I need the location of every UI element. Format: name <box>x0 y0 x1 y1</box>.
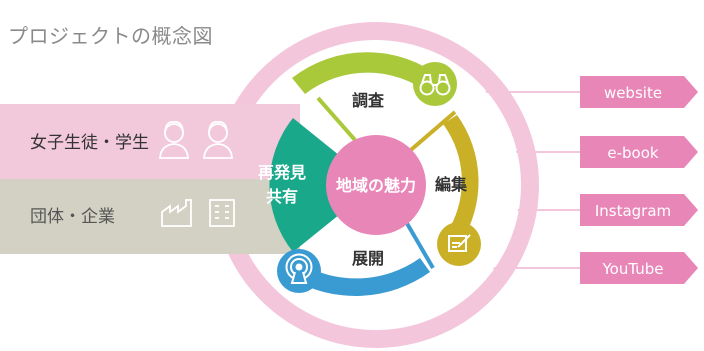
share-label-line2: 共有 <box>266 187 298 206</box>
band-orgs-label: 団体・企業 <box>30 207 115 227</box>
band-orgs <box>0 179 300 254</box>
sector-expand <box>290 258 430 296</box>
band-students <box>0 104 300 179</box>
share-label-line1: 再発見 <box>258 163 306 182</box>
band-students-label: 女子生徒・学生 <box>30 133 149 153</box>
output-ebook-label: e-book <box>607 144 659 162</box>
pen-note-icon <box>437 222 481 266</box>
output-youtube-label: YouTube <box>602 260 664 278</box>
page-title: プロジェクトの概念図 <box>8 24 213 48</box>
center-label: 地域の魅力 <box>336 176 416 195</box>
output-ebook-button[interactable]: e-book <box>580 136 698 168</box>
sector-share <box>269 118 376 252</box>
research-label: 調査 <box>352 91 384 110</box>
sector-research <box>292 52 442 94</box>
edit-spoke <box>403 110 457 157</box>
output-website-label: website <box>604 84 662 102</box>
female-student-icon <box>203 121 233 159</box>
building-icon <box>209 199 235 227</box>
output-website-button[interactable]: website <box>580 76 698 108</box>
output-youtube-button[interactable]: YouTube <box>580 252 698 284</box>
edit-label: 編集 <box>435 175 468 194</box>
female-student-icon <box>159 121 189 159</box>
expand-spoke <box>403 218 435 270</box>
broadcast-icon <box>277 249 321 293</box>
factory-icon <box>161 199 192 227</box>
research-spoke <box>316 96 357 142</box>
output-instagram-button[interactable]: Instagram <box>580 194 698 226</box>
binoculars-icon <box>413 62 457 106</box>
center-circle <box>326 135 426 235</box>
expand-label: 展開 <box>352 249 384 268</box>
output-instagram-label: Instagram <box>595 202 671 220</box>
sector-edit <box>443 115 479 244</box>
